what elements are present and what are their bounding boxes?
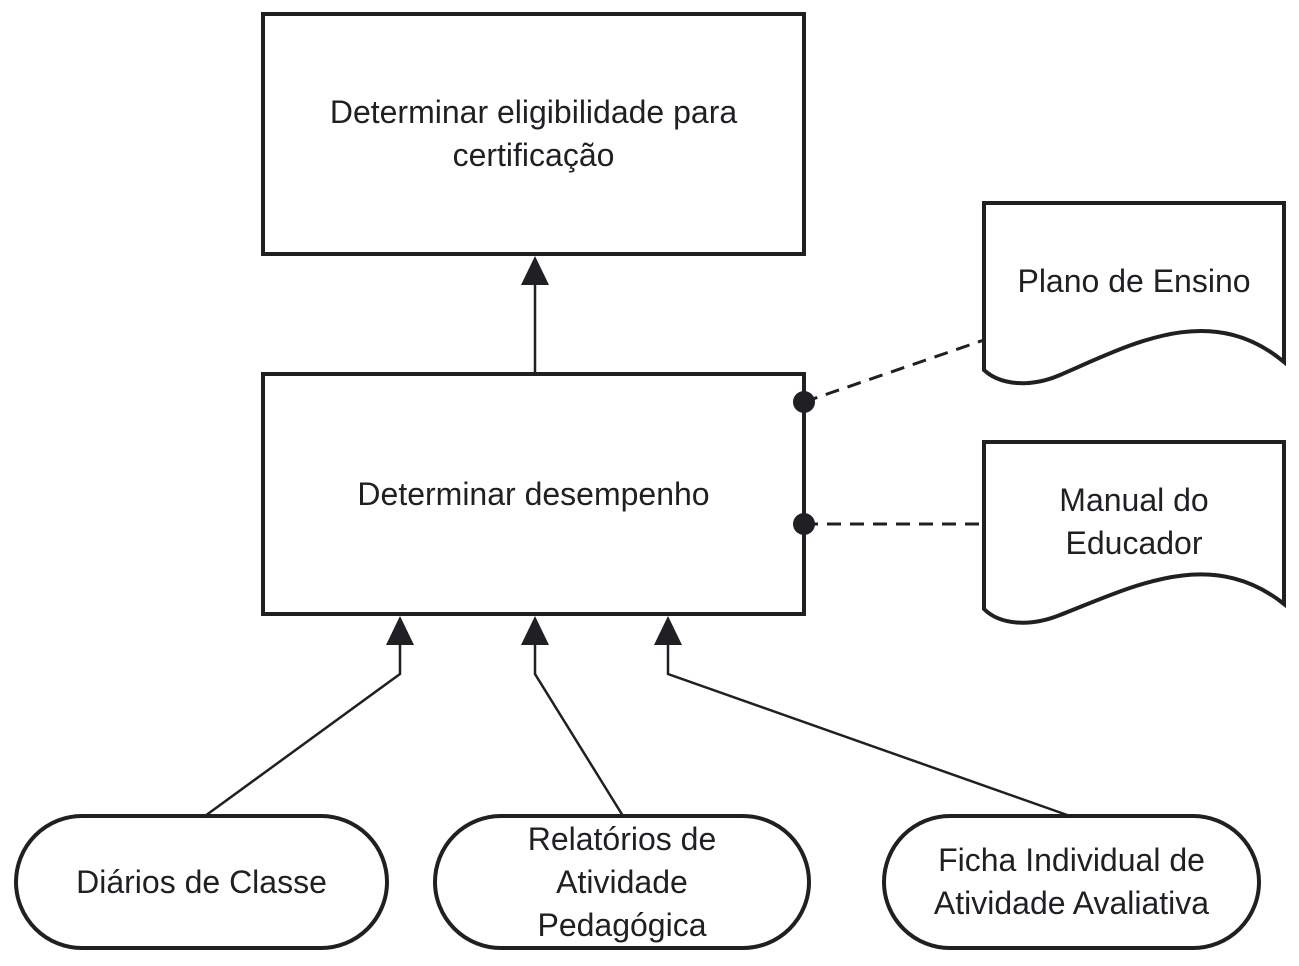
arrowhead-eligibility <box>521 256 549 285</box>
ficha-terminator-label: Ficha Individual de Atividade Avaliativa <box>933 842 1210 921</box>
manual-document-shape <box>982 440 1286 625</box>
diarios-connector <box>204 643 402 818</box>
plano-document-label: Plano de Ensino <box>1017 262 1251 299</box>
arrowhead-ficha <box>654 616 682 645</box>
manual-document-label: Manual do Educador <box>1059 481 1209 561</box>
plano-connection-dot <box>793 391 815 413</box>
performance-process-label: Determinar desempenho <box>357 475 710 512</box>
ficha-terminator-shape <box>882 814 1261 950</box>
relatorios-terminator-label: Relatórios de Atividade Pedagógica <box>527 820 717 943</box>
diarios-terminator-label: Diários de Classe <box>76 863 327 900</box>
arrowhead-relatorios <box>521 616 549 645</box>
ficha-connector <box>666 643 1071 818</box>
plano-document-shape <box>982 201 1286 386</box>
arrowhead-diarios <box>386 616 414 645</box>
manual-connection-dot <box>793 513 815 535</box>
eligibility-process-label: Determinar eligibilidade para certificaç… <box>329 94 738 173</box>
relatorios-connector <box>533 643 625 817</box>
diarios-terminator-shape <box>14 814 389 950</box>
eligibility-process-box <box>261 12 806 256</box>
plano-association-line <box>803 338 985 404</box>
performance-process-box <box>261 372 806 616</box>
